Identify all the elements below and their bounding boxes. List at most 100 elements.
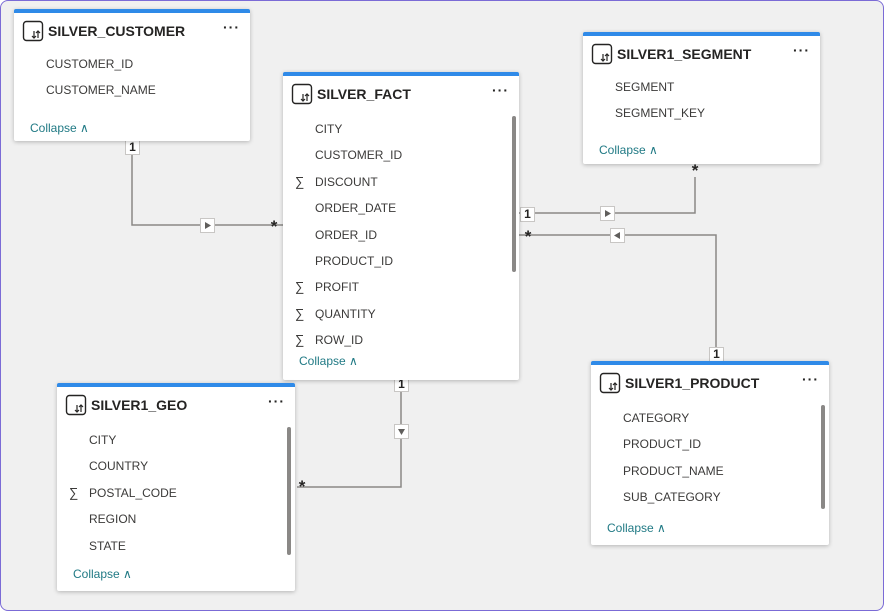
cardinality-one-fact-segment: 1: [520, 207, 535, 222]
sigma-icon: ∑: [295, 332, 305, 348]
relationship-fact-segment: [519, 177, 696, 214]
field-name: CUSTOMER_ID: [315, 148, 403, 163]
field-item[interactable]: ∑ QUANTITY: [283, 301, 519, 327]
arrow-left-icon[interactable]: [610, 228, 625, 243]
field-item[interactable]: CUSTOMER_NAME: [14, 77, 250, 103]
table-card-silver-fact[interactable]: SILVER_FACT ··· CITY CUSTOMER_ID ∑ DISCOU…: [283, 72, 519, 380]
relationship-fact-product: [519, 234, 717, 349]
field-name: ROW_ID: [315, 333, 363, 348]
field-name: QUANTITY: [315, 306, 376, 321]
sigma-icon: ∑: [295, 305, 305, 321]
table-icon: [65, 394, 87, 416]
field-name: CATEGORY: [623, 411, 690, 425]
field-item[interactable]: ORDER_ID: [283, 222, 519, 248]
more-options-icon[interactable]: ···: [268, 393, 285, 409]
table-header[interactable]: SILVER_FACT ···: [283, 76, 519, 112]
field-item[interactable]: CATEGORY: [591, 405, 829, 431]
field-list: CITY COUNTRY ∑POSTAL_CODE REGION STATE: [57, 427, 295, 559]
table-icon: [22, 20, 44, 42]
field-item[interactable]: STATE: [57, 533, 295, 559]
field-name: PRODUCT_ID: [315, 253, 394, 268]
field-name: PRODUCT_NAME: [623, 463, 724, 478]
table-card-silver1-segment[interactable]: SILVER1_SEGMENT ··· SEGMENT SEGMENT_KEY …: [583, 32, 820, 164]
field-name: ORDER_ID: [315, 227, 378, 242]
field-item[interactable]: CUSTOMER_ID: [14, 51, 250, 77]
cardinality-many-fact-customer: *: [270, 217, 278, 236]
table-header[interactable]: SILVER1_PRODUCT ···: [591, 365, 829, 401]
table-title: SILVER_CUSTOMER: [48, 23, 186, 39]
table-card-silver1-product[interactable]: SILVER1_PRODUCT ··· CATEGORY PRODUCT_ID …: [591, 361, 829, 545]
field-name: ORDER_DATE: [315, 201, 397, 216]
field-item[interactable]: PRODUCT_NAME: [591, 458, 829, 484]
scrollbar[interactable]: [512, 116, 516, 272]
field-item[interactable]: ∑ ROW_ID: [283, 327, 519, 353]
arrow-right-icon[interactable]: [200, 218, 215, 233]
table-title: SILVER1_PRODUCT: [625, 375, 760, 391]
table-icon: [591, 43, 613, 65]
scrollbar[interactable]: [287, 427, 291, 555]
cardinality-one-product: 1: [709, 347, 724, 362]
cardinality-many-geo: *: [298, 477, 306, 496]
field-name: CITY: [89, 433, 117, 447]
field-name: DISCOUNT: [315, 174, 378, 189]
table-header[interactable]: SILVER1_GEO ···: [57, 387, 295, 423]
field-name: CITY: [315, 122, 343, 136]
field-item[interactable]: ∑POSTAL_CODE: [57, 480, 295, 506]
sigma-icon: ∑: [295, 173, 305, 189]
field-item[interactable]: ∑ PROFIT: [283, 274, 519, 300]
arrow-down-icon[interactable]: [394, 424, 409, 439]
table-header[interactable]: SILVER_CUSTOMER ···: [14, 13, 250, 49]
more-options-icon[interactable]: ···: [802, 371, 819, 387]
more-options-icon[interactable]: ···: [223, 19, 240, 35]
table-card-silver1-geo[interactable]: SILVER1_GEO ··· CITY COUNTRY ∑POSTAL_COD…: [57, 383, 295, 591]
field-list: SEGMENT SEGMENT_KEY: [583, 74, 820, 127]
field-name: STATE: [89, 538, 126, 553]
field-item[interactable]: CITY: [283, 116, 519, 142]
field-item[interactable]: ORDER_DATE: [283, 195, 519, 221]
table-icon: [599, 372, 621, 394]
sigma-icon: ∑: [295, 279, 305, 295]
field-name: PRODUCT_ID: [623, 437, 702, 452]
relationship-fact-geo: [297, 391, 402, 488]
field-item[interactable]: SUB_CATEGORY: [591, 484, 829, 510]
cardinality-one-customer: 1: [125, 140, 140, 155]
collapse-link[interactable]: Collapse ∧: [299, 354, 358, 368]
collapse-link[interactable]: Collapse ∧: [30, 121, 89, 135]
field-item[interactable]: PRODUCT_ID: [591, 431, 829, 457]
arrow-right-icon[interactable]: [600, 206, 615, 221]
table-title: SILVER1_GEO: [91, 397, 188, 413]
field-name: SEGMENT: [615, 80, 675, 94]
field-item[interactable]: COUNTRY: [57, 453, 295, 479]
field-item[interactable]: PRODUCT_ID: [283, 248, 519, 274]
more-options-icon[interactable]: ···: [793, 42, 810, 58]
collapse-link[interactable]: Collapse ∧: [73, 567, 132, 581]
field-item[interactable]: ∑ DISCOUNT: [283, 169, 519, 195]
field-name: PROFIT: [315, 280, 359, 295]
cardinality-many-segment: *: [691, 161, 699, 180]
field-name: REGION: [89, 512, 137, 527]
field-name: COUNTRY: [89, 459, 149, 474]
scrollbar[interactable]: [821, 405, 825, 509]
field-item[interactable]: CUSTOMER_ID: [283, 142, 519, 168]
field-item[interactable]: SEGMENT_KEY: [583, 100, 820, 126]
table-title: SILVER_FACT: [317, 86, 411, 102]
field-list: CATEGORY PRODUCT_ID PRODUCT_NAME SUB_CAT…: [591, 405, 829, 511]
table-header[interactable]: SILVER1_SEGMENT ···: [583, 36, 820, 72]
field-list: CITY CUSTOMER_ID ∑ DISCOUNT ORDER_DATE OR…: [283, 116, 519, 354]
field-item[interactable]: CITY: [57, 427, 295, 453]
collapse-link[interactable]: Collapse ∧: [599, 143, 658, 157]
collapse-link[interactable]: Collapse ∧: [607, 521, 666, 535]
cardinality-many-fact-product: *: [524, 227, 532, 246]
field-list: CUSTOMER_ID CUSTOMER_NAME: [14, 51, 250, 104]
field-name: CUSTOMER_ID: [46, 57, 134, 71]
field-item[interactable]: SEGMENT: [583, 74, 820, 100]
sigma-icon: ∑: [69, 484, 79, 500]
table-card-silver-customer[interactable]: SILVER_CUSTOMER ··· CUSTOMER_ID CUSTOMER…: [14, 9, 250, 141]
field-name: SUB_CATEGORY: [623, 490, 721, 505]
relationship-customer-fact: [131, 151, 283, 226]
field-item[interactable]: REGION: [57, 506, 295, 532]
table-icon: [291, 83, 313, 105]
more-options-icon[interactable]: ···: [492, 82, 509, 98]
